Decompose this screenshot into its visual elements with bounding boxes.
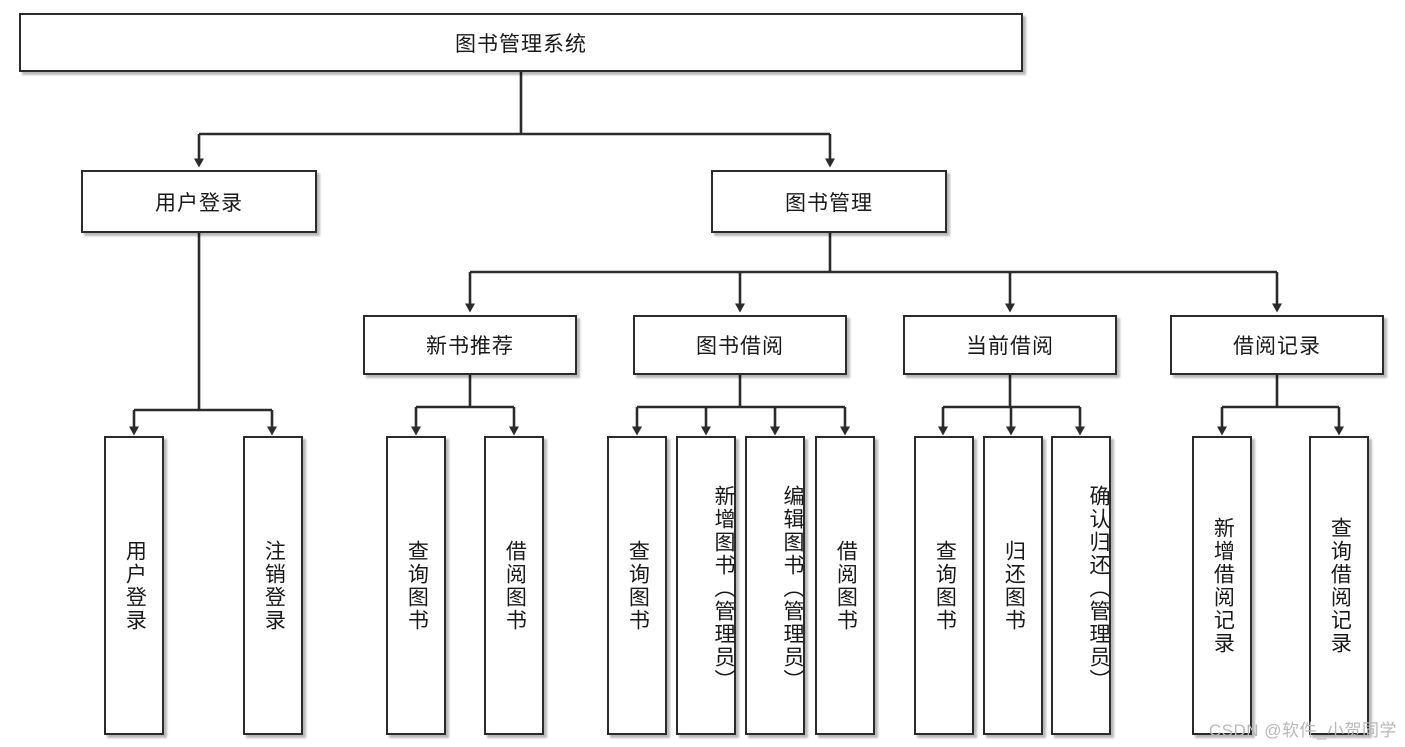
node-label: 图书借阅 [696, 335, 784, 358]
node-user-login[interactable]: 用户登录 [81, 170, 317, 233]
node-label: 查询图书 [933, 539, 957, 632]
node-label: 图书管理系统 [455, 32, 587, 56]
node-book-borrow[interactable]: 图书借阅 [633, 315, 847, 375]
node-label: 新增借阅记录 [1211, 516, 1235, 655]
node-label: 用户登录 [123, 539, 147, 632]
leaf-current-borrow-query[interactable]: 查询图书 [914, 436, 974, 735]
leaf-current-borrow-confirm-return[interactable]: 确认归还（管理员） [1051, 436, 1111, 735]
node-label: 查询图书 [626, 539, 650, 632]
node-root-book-management-system[interactable]: 图书管理系统 [19, 13, 1023, 72]
leaf-book-borrow-add[interactable]: 新增图书（管理员） [676, 436, 736, 735]
leaf-new-book-borrow[interactable]: 借阅图书 [484, 436, 544, 735]
node-label: 借阅记录 [1233, 335, 1321, 358]
node-book-management[interactable]: 图书管理 [711, 170, 947, 233]
node-label: 新增图书（管理员） [712, 485, 735, 692]
node-label: 新书推荐 [426, 335, 514, 358]
node-borrow-record[interactable]: 借阅记录 [1170, 315, 1384, 375]
node-label: 归还图书 [1002, 539, 1026, 632]
leaf-user-login-login[interactable]: 用户登录 [104, 436, 164, 735]
node-new-book-recommend[interactable]: 新书推荐 [363, 315, 577, 375]
node-label: 查询借阅记录 [1328, 516, 1352, 655]
leaf-user-login-logout[interactable]: 注销登录 [243, 436, 303, 735]
watermark: CSDN @软件_小贺同学 [1208, 721, 1397, 740]
node-label: 图书管理 [785, 191, 873, 215]
leaf-borrow-record-query[interactable]: 查询借阅记录 [1309, 436, 1369, 735]
node-label: 借阅图书 [503, 539, 527, 632]
node-label: 编辑图书（管理员） [781, 485, 804, 692]
node-current-borrow[interactable]: 当前借阅 [903, 315, 1117, 375]
leaf-book-borrow-borrow[interactable]: 借阅图书 [815, 436, 875, 735]
node-label: 注销登录 [262, 539, 286, 632]
leaf-borrow-record-add[interactable]: 新增借阅记录 [1192, 436, 1252, 735]
leaf-new-book-query[interactable]: 查询图书 [386, 436, 446, 735]
node-label: 借阅图书 [834, 539, 858, 632]
leaf-current-borrow-return[interactable]: 归还图书 [983, 436, 1043, 735]
node-label: 用户登录 [155, 191, 243, 215]
node-label: 查询图书 [405, 539, 429, 632]
leaf-book-borrow-query[interactable]: 查询图书 [607, 436, 667, 735]
leaf-book-borrow-edit[interactable]: 编辑图书（管理员） [745, 436, 805, 735]
node-label: 确认归还（管理员） [1087, 485, 1110, 692]
node-label: 当前借阅 [966, 335, 1054, 358]
